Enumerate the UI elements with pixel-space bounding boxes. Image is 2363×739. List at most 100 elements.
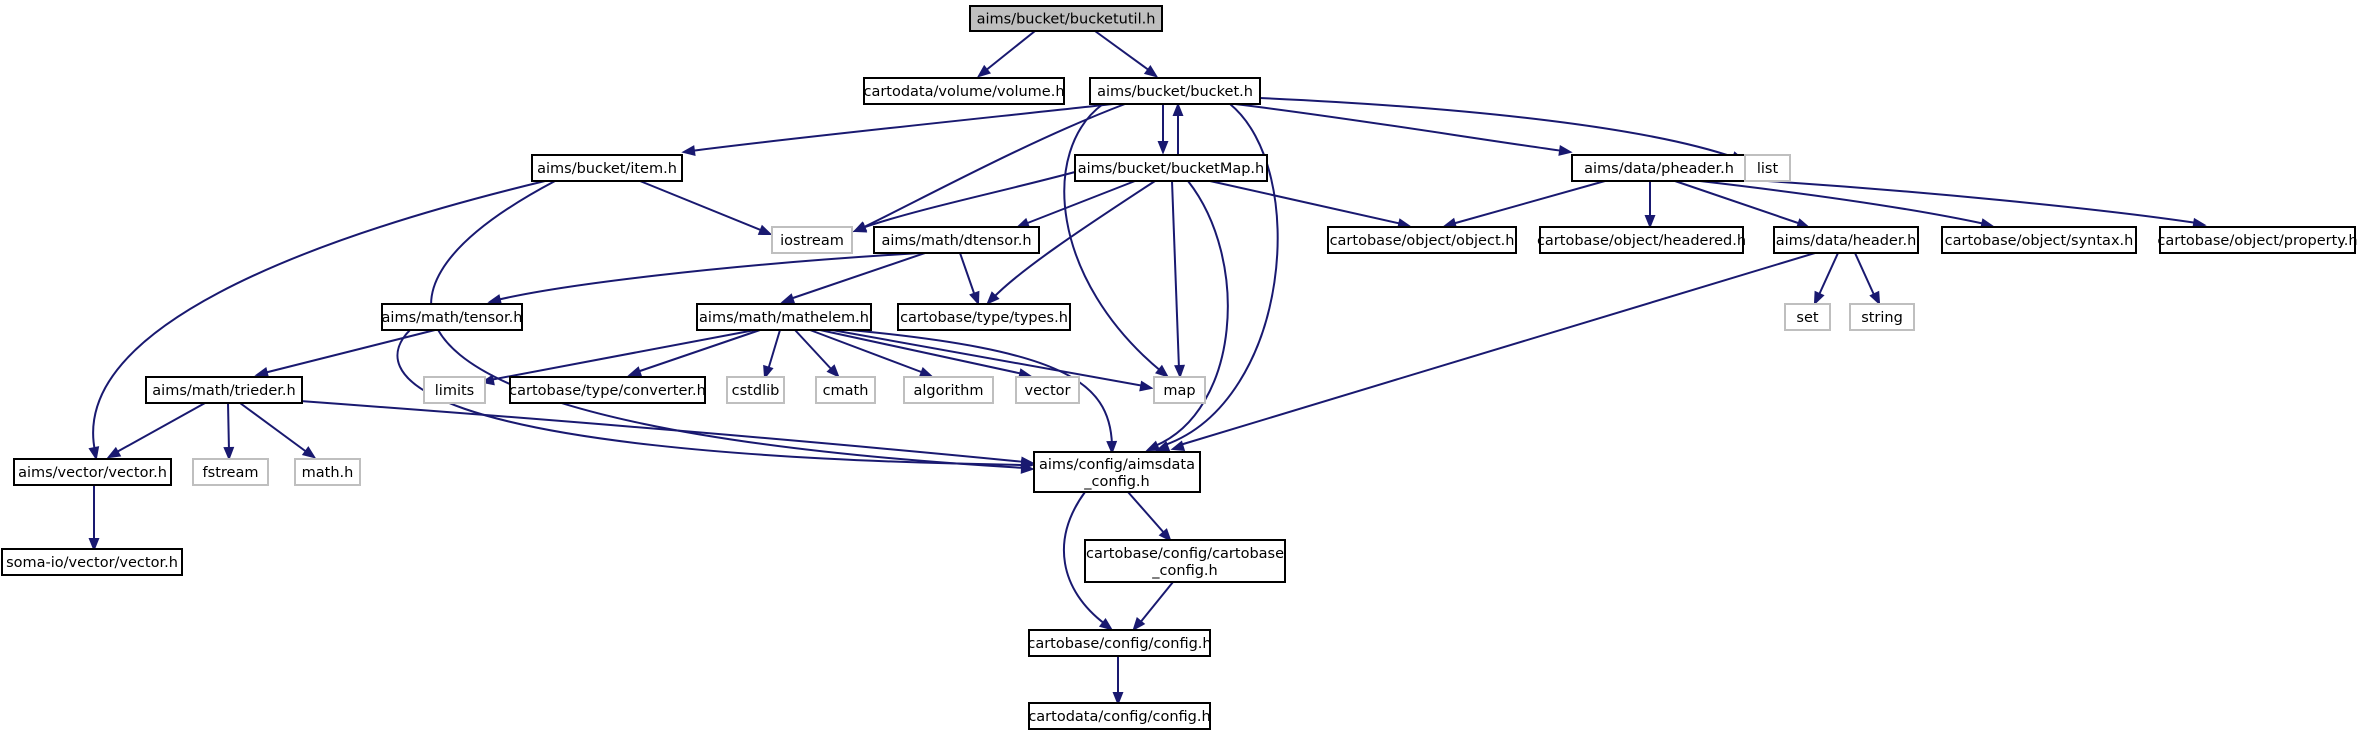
node-mathelem[interactable]: aims/math/mathelem.h bbox=[696, 303, 872, 331]
edge-line bbox=[1127, 491, 1166, 535]
edge-line bbox=[1154, 180, 1229, 447]
node-box bbox=[294, 458, 361, 486]
node-object[interactable]: cartobase/object/object.h bbox=[1327, 226, 1517, 254]
node-bucket[interactable]: aims/bucket/bucket.h bbox=[1089, 77, 1261, 105]
node-box bbox=[1849, 303, 1915, 331]
node-dtensor[interactable]: aims/math/dtensor.h bbox=[873, 226, 1040, 254]
node-string: string bbox=[1849, 303, 1915, 331]
node-label: cartodata/volume/volume.h bbox=[863, 84, 1064, 100]
edge-mathelem-to-map bbox=[831, 329, 1154, 392]
edge-line bbox=[767, 329, 781, 371]
edge-arrowhead bbox=[681, 145, 696, 156]
node-aimsdata-config[interactable]: aims/config/aimsdata_config.h bbox=[1033, 451, 1201, 493]
node-box bbox=[13, 458, 172, 486]
node-trieder[interactable]: aims/math/trieder.h bbox=[145, 376, 303, 404]
node-iostream: iostream bbox=[771, 226, 853, 254]
node-box bbox=[863, 77, 1065, 105]
node-cstdlib: cstdlib bbox=[726, 376, 785, 404]
edge-aimsdata_config-to-cartobase_config bbox=[1127, 491, 1172, 543]
node-label: aims/math/dtensor.h bbox=[881, 233, 1031, 249]
node-headered[interactable]: cartobase/object/headered.h bbox=[1537, 226, 1746, 254]
node-bucketutil[interactable]: aims/bucket/bucketutil.h bbox=[969, 5, 1163, 32]
edge-arrowhead bbox=[1644, 215, 1656, 229]
node-label: string bbox=[1861, 310, 1903, 326]
edge-line bbox=[114, 402, 206, 454]
node-syntax[interactable]: cartobase/object/syntax.h bbox=[1941, 226, 2137, 254]
edge-bucketmap-to-iostream bbox=[852, 167, 1091, 233]
edge-arrowhead bbox=[918, 366, 934, 378]
node-label: set bbox=[1796, 310, 1818, 326]
node-box bbox=[969, 5, 1163, 32]
node-box bbox=[1, 548, 183, 576]
edge-arrowhead bbox=[780, 293, 796, 304]
node-box bbox=[2159, 226, 2356, 254]
edge-line bbox=[992, 180, 1156, 299]
node-label: cartobase/object/headered.h bbox=[1537, 233, 1746, 249]
edge-arrowhead bbox=[852, 222, 868, 233]
node-header[interactable]: aims/data/header.h bbox=[1773, 226, 1919, 254]
node-label: cartobase/type/converter.h bbox=[509, 383, 706, 399]
node-list: list bbox=[1744, 154, 1791, 182]
edge-dtensor-to-types bbox=[959, 252, 980, 306]
node-converter[interactable]: cartobase/type/converter.h bbox=[509, 376, 706, 404]
edge-pheader-to-header bbox=[1674, 180, 1811, 229]
node-cmath: cmath bbox=[815, 376, 876, 404]
edge-arrowhead bbox=[757, 224, 773, 236]
node-cbconfig[interactable]: cartobase/config/config.h bbox=[1027, 629, 1212, 657]
node-box bbox=[1784, 303, 1831, 331]
node-cartobase-config[interactable]: cartobase/config/cartobase_config.h bbox=[1084, 539, 1286, 583]
node-box bbox=[192, 458, 269, 486]
node-box bbox=[1773, 226, 1919, 254]
node-box bbox=[1571, 154, 1747, 182]
node-label: cartobase/object/syntax.h bbox=[1945, 233, 2134, 249]
node-box bbox=[145, 376, 303, 404]
edge-arrowhead bbox=[88, 538, 100, 552]
node-property[interactable]: cartobase/object/property.h bbox=[2157, 226, 2358, 254]
edge-line bbox=[1451, 180, 1606, 225]
node-label: cartobase/type/types.h bbox=[900, 310, 1068, 326]
edge-line bbox=[1209, 180, 1403, 225]
edge-arrowhead bbox=[487, 294, 502, 305]
edge-arrowhead bbox=[627, 366, 643, 377]
edge-cartobase_config-to-cbconfig bbox=[1132, 581, 1174, 632]
node-tensor[interactable]: aims/math/tensor.h bbox=[381, 303, 523, 331]
edge-mathelem-to-converter bbox=[627, 329, 761, 377]
node-item[interactable]: aims/bucket/item.h bbox=[531, 154, 683, 182]
edge-header-to-aimsdata_config bbox=[1170, 252, 1816, 452]
node-box bbox=[1941, 226, 2137, 254]
edge-mathelem-to-aimsdata_config bbox=[849, 329, 1118, 455]
node-label: cartobase/object/property.h bbox=[2157, 233, 2357, 249]
node-cdconfig[interactable]: cartodata/config/config.h bbox=[1028, 702, 1211, 730]
node-box bbox=[1539, 226, 1744, 254]
edge-arrowhead bbox=[986, 291, 1000, 305]
node-bucketmap[interactable]: aims/bucket/bucketMap.h bbox=[1074, 154, 1268, 182]
edge-dtensor-to-tensor bbox=[487, 252, 921, 305]
node-pheader[interactable]: aims/data/pheader.h bbox=[1571, 154, 1747, 182]
edge-line bbox=[489, 329, 756, 381]
node-label: fstream bbox=[203, 465, 259, 481]
node-box bbox=[1089, 77, 1261, 105]
edge-line bbox=[1674, 180, 1802, 225]
node-types[interactable]: cartobase/type/types.h bbox=[897, 303, 1071, 331]
edge-bucketutil-to-volume bbox=[976, 30, 1036, 78]
node-aimsvector[interactable]: aims/vector/vector.h bbox=[13, 458, 172, 486]
edge-arrowhead bbox=[1132, 617, 1146, 632]
node-label: aims/data/pheader.h bbox=[1584, 161, 1734, 177]
edge-bucket-to-pheader bbox=[1234, 103, 1573, 156]
node-label: math.h bbox=[302, 465, 354, 481]
edge-line bbox=[1817, 252, 1839, 298]
node-box bbox=[1744, 154, 1791, 182]
edge-line bbox=[1179, 252, 1816, 446]
edge-line bbox=[861, 167, 1091, 229]
edge-arrowhead bbox=[1155, 364, 1170, 378]
node-map: map bbox=[1153, 376, 1206, 404]
edge-bucketmap-to-types bbox=[986, 180, 1156, 305]
node-somavector[interactable]: soma-io/vector/vector.h bbox=[1, 548, 183, 576]
node-volume[interactable]: cartodata/volume/volume.h bbox=[863, 77, 1065, 105]
edge-line bbox=[636, 329, 761, 373]
edge-line bbox=[1063, 103, 1163, 373]
edge-line bbox=[639, 180, 764, 232]
edge-aimsvector-to-somavector bbox=[88, 485, 100, 552]
edge-arrowhead bbox=[1015, 217, 1031, 229]
